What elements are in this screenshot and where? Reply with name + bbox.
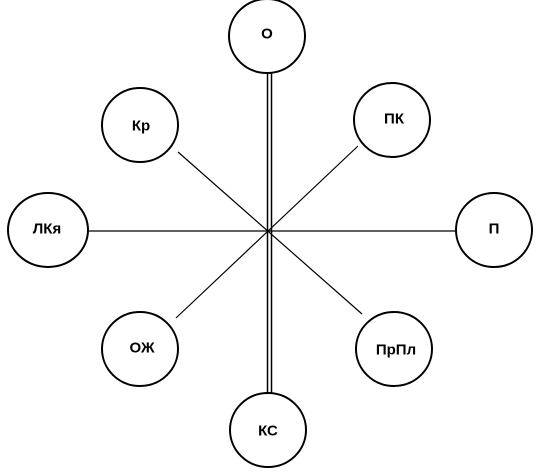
node-right-label: П — [489, 221, 500, 238]
node-bottom-right-ellipse — [355, 311, 433, 387]
node-bottom: КС — [229, 392, 307, 468]
node-top-right-ellipse — [353, 82, 431, 158]
node-left: ЛКя — [7, 192, 89, 268]
connector-lines — [88, 72, 456, 395]
node-bottom-label: КС — [258, 423, 278, 440]
node-top-left: Кр — [101, 87, 179, 163]
node-right: П — [455, 192, 533, 268]
node-top: О — [228, 0, 306, 74]
node-bottom-right-label: ПрПл — [376, 342, 416, 359]
node-left-label: ЛКя — [33, 221, 61, 238]
node-top-right: ПК — [353, 82, 431, 158]
node-bottom-left: ОЖ — [101, 311, 179, 387]
node-top-ellipse — [228, 0, 306, 74]
edge-topright-bottomleft — [175, 145, 359, 319]
node-bottom-left-label: ОЖ — [129, 340, 154, 357]
node-top-left-ellipse — [101, 87, 179, 163]
node-right-ellipse — [455, 192, 533, 268]
node-bottom-ellipse — [229, 392, 307, 468]
node-bottom-right: ПрПл — [355, 311, 433, 387]
node-bottom-left-ellipse — [101, 311, 179, 387]
node-top-left-label: Кр — [132, 118, 150, 135]
node-left-ellipse — [7, 192, 89, 268]
edge-topleft-bottomright — [177, 151, 363, 315]
node-top-label: О — [261, 26, 273, 43]
node-top-right-label: ПК — [384, 111, 405, 128]
